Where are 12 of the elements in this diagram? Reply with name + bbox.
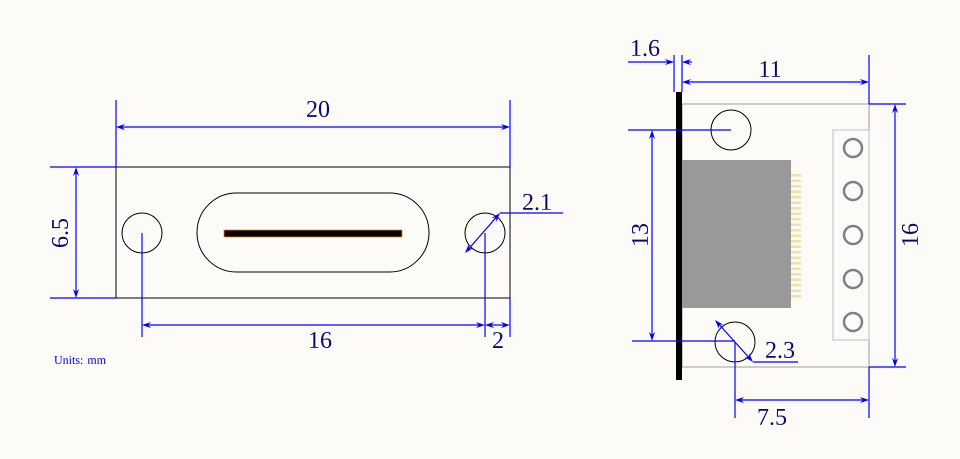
dimension-text: 2 [493,332,503,348]
dimension-text: 16 [902,224,918,245]
dimension-text: 7.5 [758,408,786,426]
dimension-text: 11 [760,61,780,77]
dimension-text: 2.3 [766,342,794,358]
units-note: Units: mm [54,356,106,364]
dimension-text: 13 [632,224,648,245]
dimension-text: 6.5 [52,218,68,247]
dimension-text: 2.1 [523,194,551,210]
dimension-text: 1.6 [632,40,660,56]
dimension-text: 16 [310,332,332,348]
dimension-text: 20 [307,100,330,118]
